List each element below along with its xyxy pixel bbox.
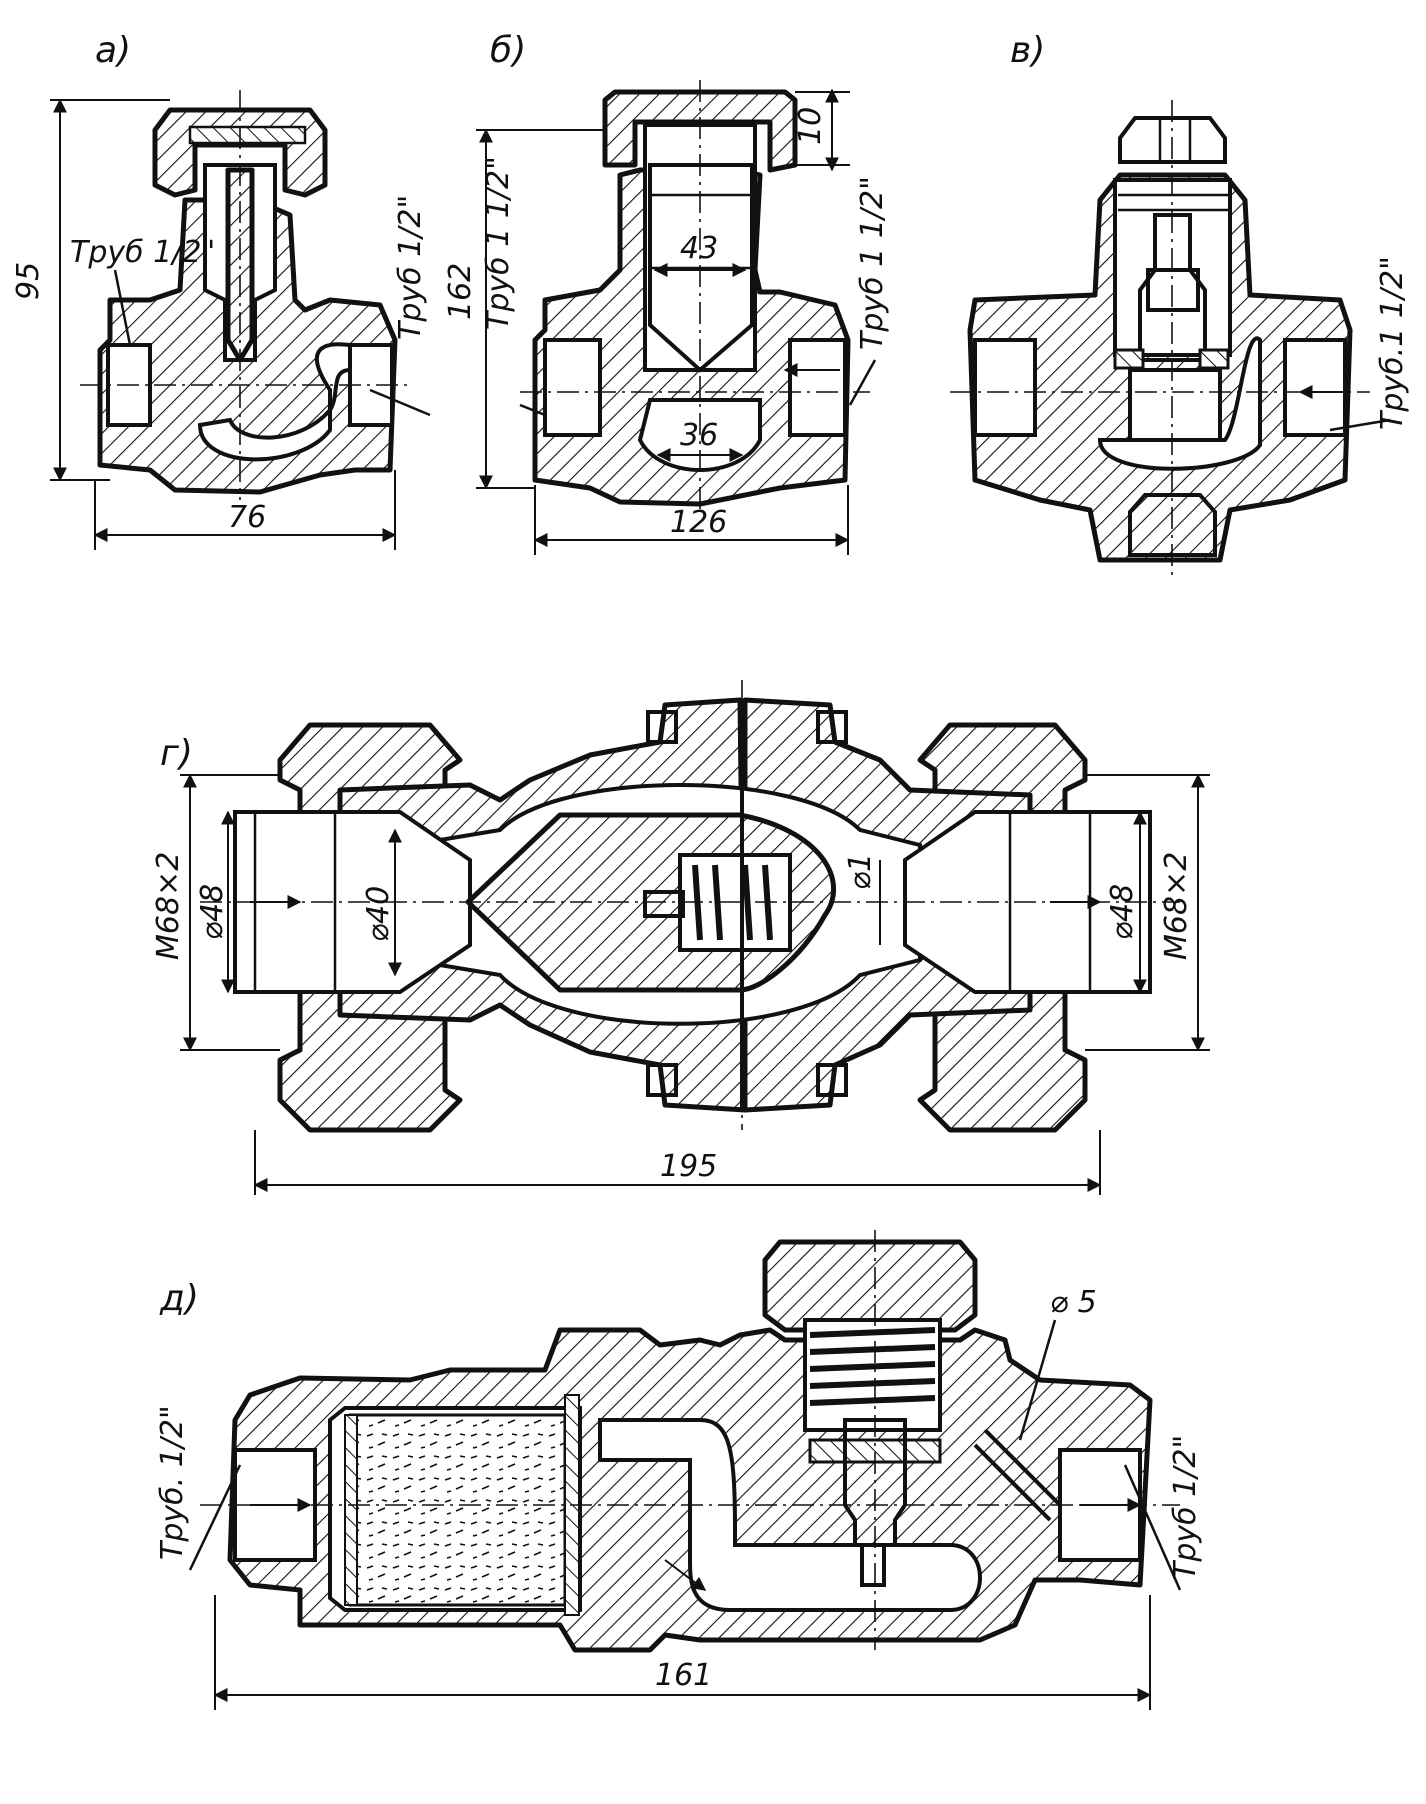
figure-d-spring (809, 1327, 936, 1406)
figure-b-height: 162 (443, 263, 478, 320)
figure-g-dia-right: ⌀48 (1105, 884, 1140, 940)
figure-b-inlet-bore (543, 338, 602, 437)
figure-b-bore: 43 (680, 231, 718, 266)
figure-v-inlet-bore (973, 338, 1037, 437)
figure-g-orifice: ⌀1 (843, 853, 878, 890)
figure-v-label: в) (1010, 30, 1045, 71)
figure-v-body (967, 172, 1353, 563)
figure-v-nut (1146, 268, 1200, 312)
figure-g-thread-left: М68×2 (151, 852, 186, 960)
figure-a-pipe-left: Труб 1/2" (70, 235, 215, 270)
figure-b-outlet-bore (788, 338, 847, 437)
figure-g-spring-nut (643, 890, 685, 918)
figure-a-screen (188, 125, 307, 145)
figure-b-cap (602, 89, 798, 173)
figure-g-bolt-top-2 (816, 710, 848, 744)
figure-g-bolt-bottom (646, 1063, 678, 1097)
figure-d-label: д) (159, 1278, 199, 1319)
figure-a: а) 95 76 Труб 1/2" Труб 1/2" (11, 30, 431, 550)
figure-g-thread-right: М68×2 (1159, 852, 1194, 960)
figure-a-height: 95 (11, 262, 46, 300)
figure-g-bolt-top (646, 710, 678, 744)
figure-d-width: 161 (655, 1658, 712, 1693)
figure-v-outlet-bore (1283, 338, 1347, 437)
figure-b-cap-dim: 10 (793, 107, 828, 145)
figure-a-pipe-right: Труб 1/2" (393, 195, 428, 340)
figure-d-valve-stem (860, 1543, 886, 1587)
figure-d-spring-cavity (803, 1318, 942, 1432)
figure-a-width: 76 (228, 500, 266, 535)
figure-d-orifice: ⌀ 5 (1050, 1285, 1097, 1320)
figure-a-channel (197, 342, 352, 462)
figure-b: б) 43 36 162 10 126 (443, 30, 890, 555)
figure-g-bolt-bottom-2 (816, 1063, 848, 1097)
figure-d-pipe-left: Труб. 1/2" (155, 1405, 190, 1560)
figure-a-label: а) (95, 30, 131, 71)
figure-d-pipe-right: Труб 1/2" (1168, 1435, 1203, 1580)
figure-v-seat-left (1113, 348, 1145, 370)
figure-d-filter-felt (348, 1413, 567, 1607)
figure-g: г) М68 (151, 680, 1210, 1195)
figure-v: в) Труб.1 1/2" (950, 30, 1410, 580)
figure-v-seat-right (1198, 348, 1230, 370)
figure-g-width: 195 (660, 1149, 717, 1184)
figure-v-hex-plug (1118, 116, 1227, 164)
figure-d-valve-body (843, 1418, 907, 1547)
figure-v-drain-plug (1128, 493, 1217, 557)
figure-b-pipe-left: Труб 1 1/2" (481, 156, 516, 330)
figure-b-label: б) (490, 30, 526, 71)
figure-v-channel (1097, 336, 1262, 471)
figure-g-label: г) (160, 733, 193, 774)
figure-g-dia-inner: ⌀40 (361, 886, 396, 942)
figure-a-needle (225, 167, 255, 363)
figure-d-top-cap (762, 1239, 978, 1333)
figure-b-seat: 36 (680, 418, 718, 453)
figure-b-width: 126 (670, 505, 727, 540)
figure-b-pipe-right: Труб 1 1/2" (855, 176, 890, 350)
figure-g-dia-left: ⌀48 (195, 884, 230, 940)
figure-d: д) 161 ⌀ 5 (155, 1230, 1203, 1710)
figure-d-filter-screen-left (344, 1414, 358, 1606)
figure-v-pipe-right: Труб.1 1/2" (1375, 256, 1410, 430)
figure-v-lower-chamber (1128, 368, 1222, 442)
